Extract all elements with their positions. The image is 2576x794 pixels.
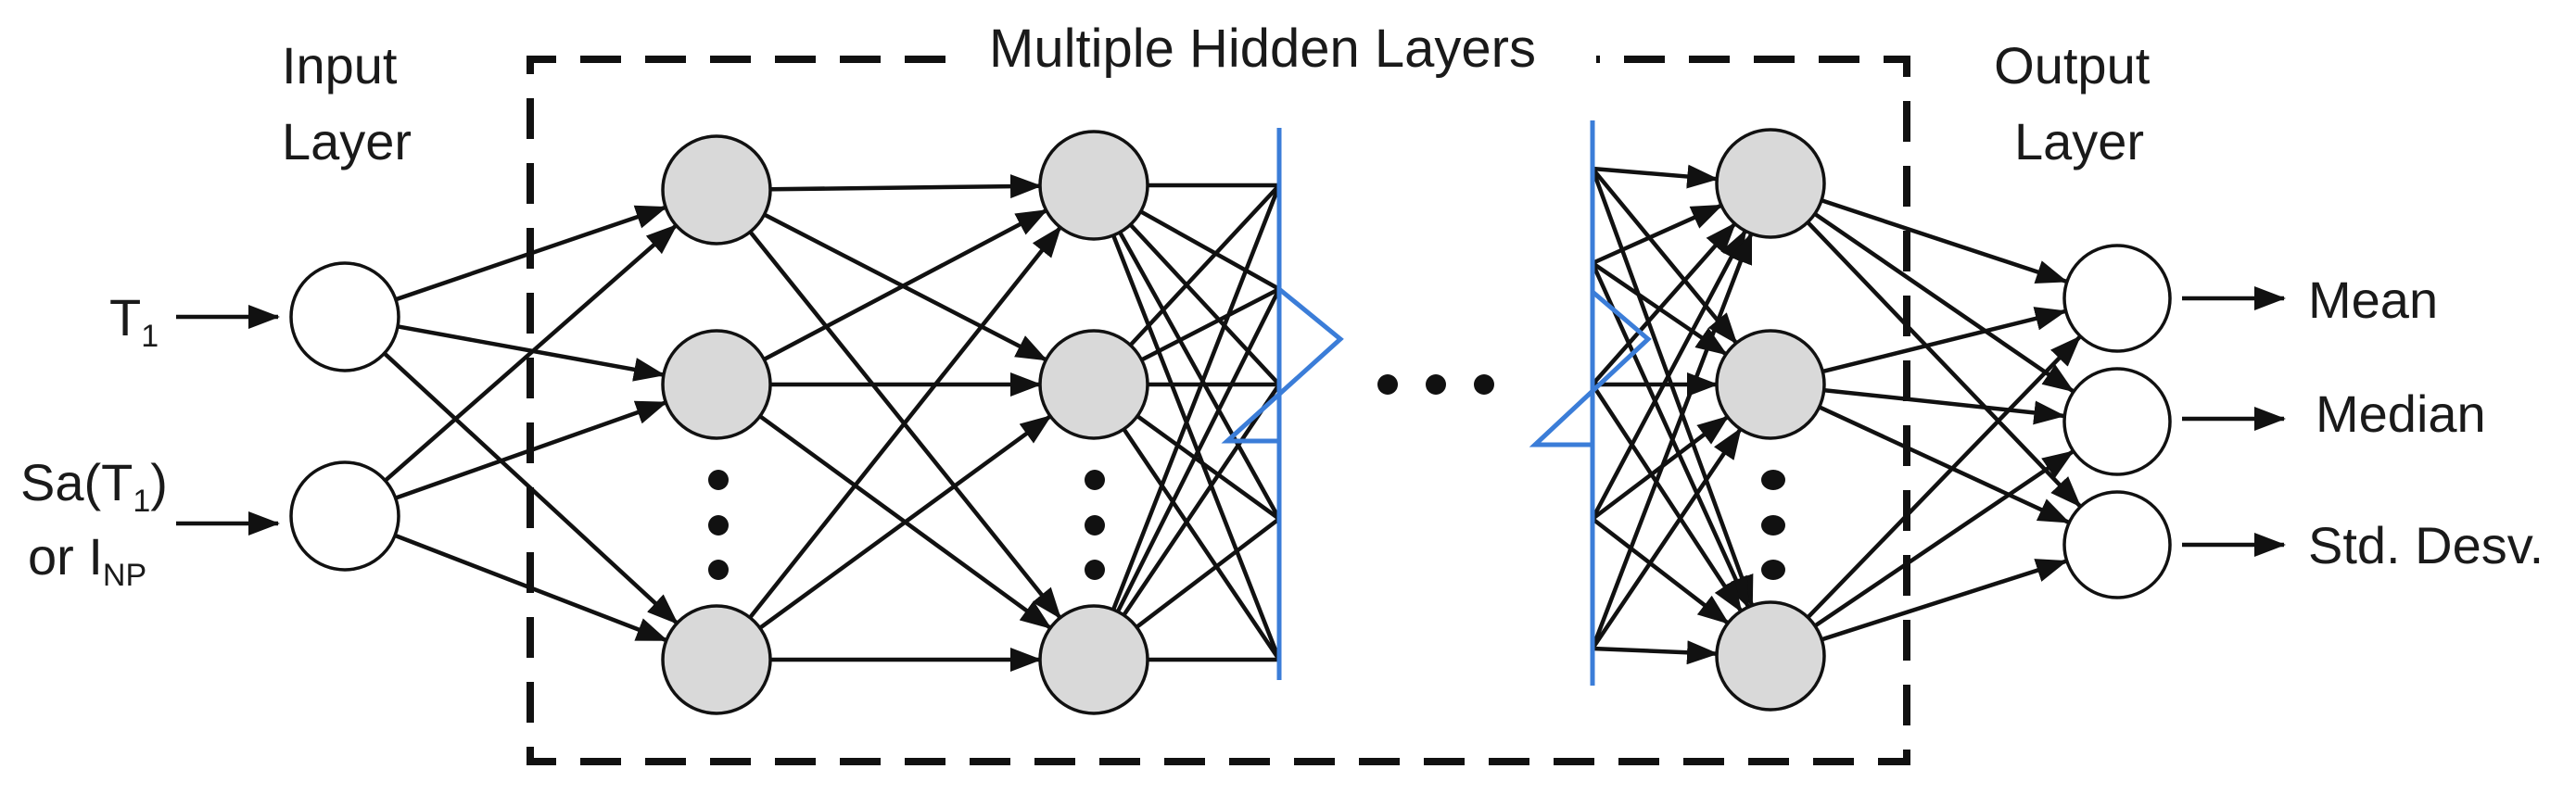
edge-hidden2-to-break bbox=[1108, 184, 1282, 618]
edge-hidden1-to-hidden2 bbox=[752, 414, 1052, 635]
hidden2-node-1 bbox=[1038, 130, 1149, 241]
edge-break-to-hiddenN bbox=[1591, 261, 1728, 357]
diagram-title: Multiple Hidden Layers bbox=[989, 19, 1536, 79]
output-label-std: Std. Desv. bbox=[2308, 516, 2544, 574]
edge-hidden2-to-break bbox=[1113, 224, 1281, 521]
edge-hidden2-to-break bbox=[1112, 287, 1282, 620]
edge-input-to-hidden1 bbox=[387, 530, 668, 643]
hidden1-node-2 bbox=[661, 329, 772, 440]
edge-hidden1-to-hidden2 bbox=[755, 208, 1048, 365]
output-arrows bbox=[2182, 286, 2286, 557]
connection-edges bbox=[376, 164, 2082, 672]
edge-hiddenN-to-output bbox=[1807, 449, 2075, 633]
edge-hidden2-to-break bbox=[1132, 206, 1281, 291]
output-label-median: Median bbox=[2316, 384, 2486, 443]
edge-hidden1-to-hidden2 bbox=[752, 410, 1052, 630]
edge-break-to-hiddenN bbox=[1592, 640, 1719, 665]
edge-hidden1-to-hidden2 bbox=[762, 174, 1043, 199]
layer-break-left bbox=[1221, 128, 1344, 680]
input-arrows bbox=[176, 305, 280, 536]
hidden2-node-2 bbox=[1038, 329, 1149, 440]
edge-hiddenN-to-output bbox=[1815, 387, 2066, 425]
edge-hidden2-to-break bbox=[1123, 183, 1281, 353]
edge-hiddenN-to-output bbox=[1810, 401, 2071, 524]
edge-input-to-hidden1 bbox=[376, 346, 679, 625]
edge-hidden2-to-break bbox=[1108, 227, 1282, 661]
output-node-2 bbox=[2062, 367, 2172, 476]
edge-hidden2-to-break bbox=[1117, 421, 1281, 662]
hiddenN-node-3 bbox=[1715, 600, 1826, 712]
edge-hiddenN-to-output bbox=[1814, 307, 2067, 376]
edge-break-to-hiddenN bbox=[1591, 427, 1743, 650]
output-node-1 bbox=[2062, 244, 2172, 353]
input-label-inp: or INP bbox=[28, 527, 146, 593]
edge-hiddenN-to-output bbox=[1813, 559, 2068, 645]
hidden1-node-3 bbox=[661, 604, 772, 715]
edge-hidden1-to-hidden2 bbox=[743, 224, 1062, 620]
edge-input-to-hidden1 bbox=[387, 205, 668, 305]
hidden-layers-box bbox=[527, 56, 1910, 765]
vertical-ellipsis-icon bbox=[1761, 470, 1785, 580]
input-label-sa: Sa(T1) bbox=[20, 453, 168, 519]
edge-break-to-hiddenN bbox=[1592, 203, 1723, 266]
edge-hiddenN-to-output bbox=[1813, 195, 2068, 284]
hidden1-node-1 bbox=[661, 134, 772, 246]
edge-break-to-hiddenN bbox=[1591, 383, 1744, 613]
network-nodes bbox=[289, 128, 2172, 715]
input-node-1 bbox=[289, 261, 400, 372]
input-node-2 bbox=[289, 460, 400, 572]
layer-break-right bbox=[1529, 120, 1652, 686]
edge-break-to-hiddenN bbox=[1590, 168, 1755, 608]
edge-hidden2-to-break bbox=[1133, 286, 1281, 366]
hidden2-node-3 bbox=[1038, 604, 1149, 715]
edge-break-to-hiddenN bbox=[1591, 517, 1730, 625]
output-label-mean: Mean bbox=[2308, 271, 2438, 329]
edge-break-to-hiddenN bbox=[1592, 164, 1719, 189]
edge-hiddenN-to-output bbox=[1807, 208, 2075, 394]
input-label-t1: T1 bbox=[109, 288, 159, 354]
edge-hiddenN-to-output bbox=[1800, 335, 2082, 625]
output-layer-label: Output Layer bbox=[1994, 36, 2164, 170]
edge-break-to-hiddenN bbox=[1591, 167, 1738, 345]
hiddenN-node-1 bbox=[1715, 128, 1826, 239]
edge-break-to-hiddenN bbox=[1590, 262, 1751, 609]
vertical-ellipsis-icon bbox=[1085, 470, 1105, 580]
edge-input-to-hidden1 bbox=[377, 223, 678, 488]
edge-input-to-hidden1 bbox=[389, 322, 666, 382]
output-node-3 bbox=[2062, 490, 2172, 599]
horizontal-ellipsis-icon bbox=[1377, 374, 1494, 395]
edge-hidden2-to-break bbox=[1123, 217, 1281, 386]
input-layer-label: Input Layer bbox=[282, 36, 412, 170]
edge-hiddenN-to-output bbox=[1800, 215, 2082, 508]
hiddenN-node-2 bbox=[1715, 329, 1826, 440]
edge-hidden1-to-hidden2 bbox=[742, 225, 1062, 625]
edge-input-to-hidden1 bbox=[387, 400, 668, 503]
edge-hidden2-to-break bbox=[1117, 383, 1281, 624]
edge-break-to-hiddenN bbox=[1591, 221, 1737, 386]
edge-break-to-hiddenN bbox=[1591, 415, 1730, 521]
vertical-ellipsis-icon bbox=[708, 470, 729, 580]
edge-hidden2-to-break bbox=[1129, 410, 1281, 521]
edge-hidden2-to-break bbox=[1128, 517, 1281, 634]
